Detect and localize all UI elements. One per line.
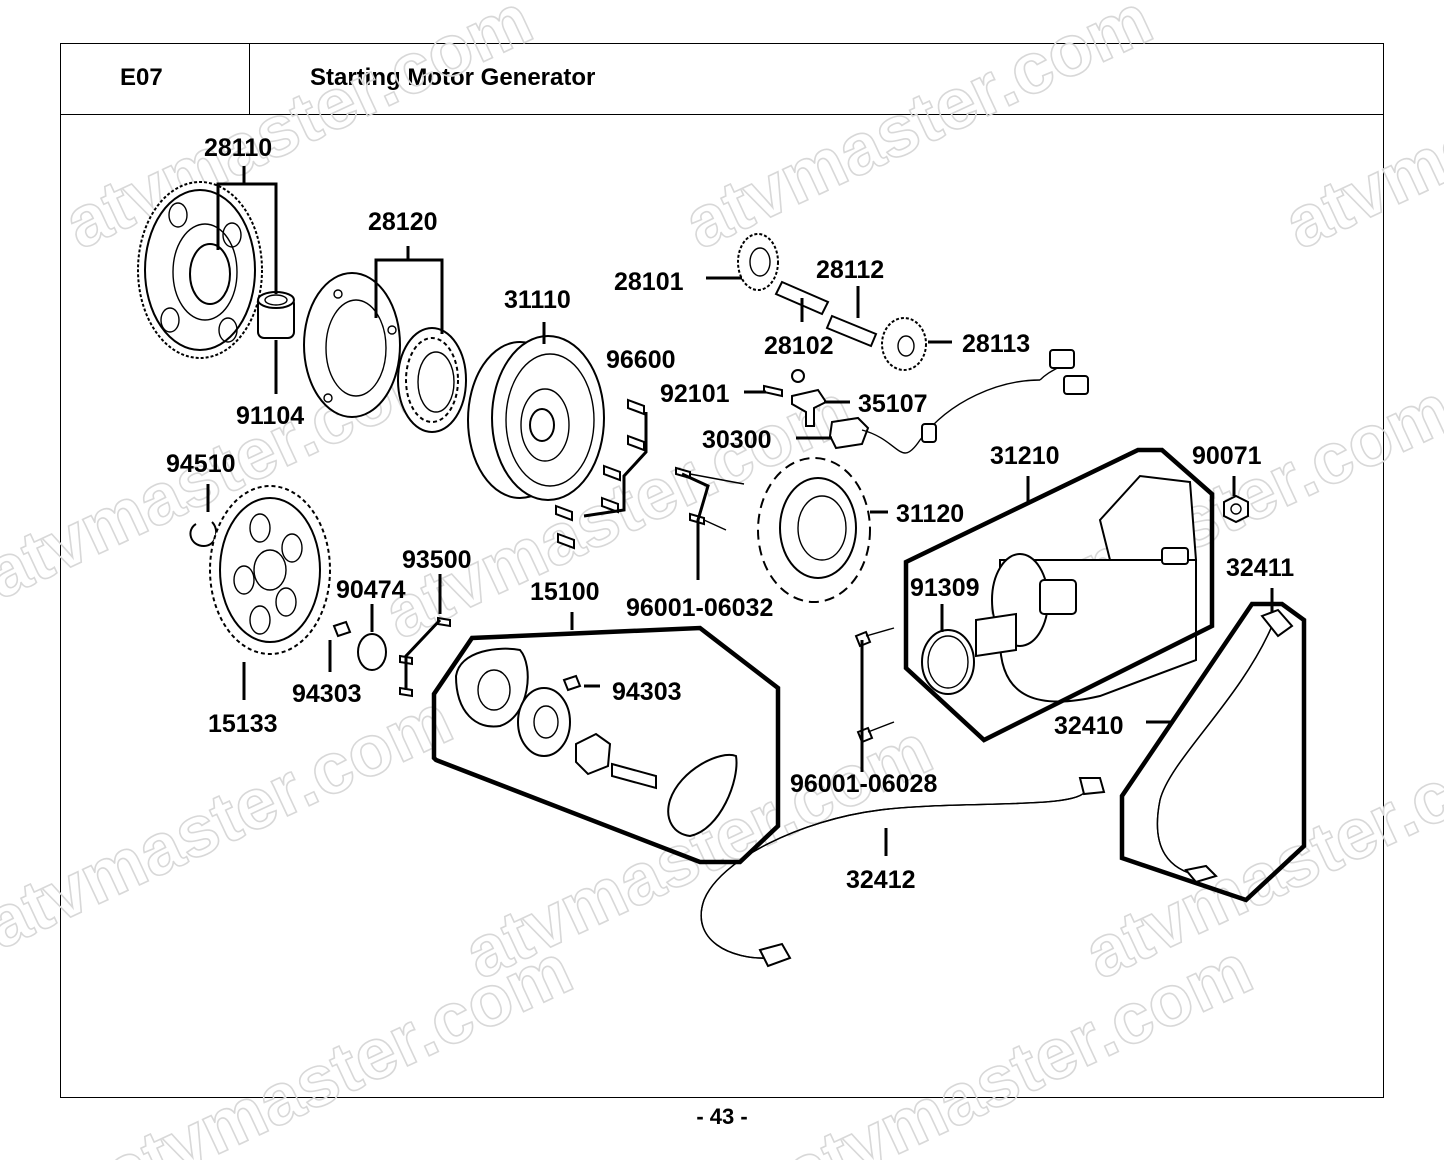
label-15133: 15133 <box>208 710 278 738</box>
part-28113-idle-gear <box>881 317 927 371</box>
section-title: Starting Motor Generator <box>310 64 596 91</box>
label-31120: 31120 <box>896 500 964 528</box>
label-28110: 28110 <box>204 134 272 162</box>
part-31110-flywheel-rotor <box>467 335 605 501</box>
label-94510: 94510 <box>166 450 236 478</box>
svg-text:atvmaster.com: atvmaster.com <box>53 0 544 265</box>
label-28112: 28112 <box>816 256 884 284</box>
label-96001-06032: 96001-06032 <box>626 594 773 622</box>
part-90071-nut <box>1223 494 1249 524</box>
part-31120-stator-coil <box>757 457 871 603</box>
group-outline-15100 <box>431 625 781 865</box>
svg-text:atvmaster.com: atvmaster.com <box>1073 709 1444 995</box>
group-outline-31210 <box>903 447 1215 743</box>
label-28113: 28113 <box>962 330 1030 358</box>
svg-text:atvmaster.com: atvmaster.com <box>1273 0 1444 265</box>
label-31210: 31210 <box>990 442 1060 470</box>
label-28120: 28120 <box>368 208 438 236</box>
label-94303: 94303 <box>612 678 682 706</box>
part-96001-06032-bolts <box>675 466 745 580</box>
label-96001-06028: 96001-06028 <box>790 770 937 798</box>
leader-lines <box>206 166 1274 856</box>
part-30300-pulse-generator <box>828 349 1089 454</box>
part-15133-oil-pump-gear <box>209 485 331 655</box>
part-90474-washer <box>357 633 387 671</box>
label-90071: 90071 <box>1192 442 1262 470</box>
label-35107: 35107 <box>858 390 928 418</box>
part-28120-one-way-clutch <box>303 272 467 433</box>
label-92101: 92101 <box>660 380 730 408</box>
label-15100: 15100 <box>530 578 600 606</box>
label-32411: 32411 <box>1226 554 1294 582</box>
part-31210-starting-motor <box>975 474 1198 703</box>
label-32412: 32412 <box>846 866 916 894</box>
label-31110: 31110 <box>504 286 571 314</box>
part-91309-o-ring <box>921 629 975 695</box>
header-divider <box>60 114 1384 115</box>
page-frame <box>60 43 1384 1098</box>
page-number: - 43 - <box>696 1104 748 1129</box>
part-91104-needle-bearing <box>257 291 295 339</box>
section-code: E07 <box>120 64 163 91</box>
part-35107-clamp <box>791 388 828 427</box>
part-92101-screw <box>763 369 805 398</box>
label-91104: 91104 <box>236 402 304 430</box>
label-96600: 96600 <box>606 346 676 374</box>
label-94303: 94303 <box>292 680 362 708</box>
label-30300: 30300 <box>702 426 772 454</box>
svg-text:atvmaster.com: atvmaster.com <box>673 0 1164 265</box>
part-94510-circlip <box>189 521 218 548</box>
label-91309: 91309 <box>910 574 980 602</box>
part-32410-starter-cable <box>1156 608 1294 884</box>
label-28102: 28102 <box>764 332 834 360</box>
part-96001-06028-bolts <box>854 627 895 772</box>
label-93500: 93500 <box>402 546 472 574</box>
group-outline-32410 <box>1119 601 1307 903</box>
part-28110-starter-clutch-gear <box>137 181 263 359</box>
part-94303-pin <box>332 620 582 692</box>
label-90474: 90474 <box>336 576 406 604</box>
part-15100-oil-pump-assembly <box>454 647 738 838</box>
part-labels: 28110 91104 28120 31110 96600 28101 2811… <box>166 134 1294 894</box>
part-93500-screws <box>399 616 451 698</box>
label-32410: 32410 <box>1054 712 1124 740</box>
part-96600-bolts <box>555 398 648 550</box>
label-28101: 28101 <box>614 268 684 296</box>
part-32412-ground-cable <box>700 777 1106 968</box>
section-code-box <box>60 43 250 115</box>
part-28101-idle-gear <box>737 233 779 291</box>
